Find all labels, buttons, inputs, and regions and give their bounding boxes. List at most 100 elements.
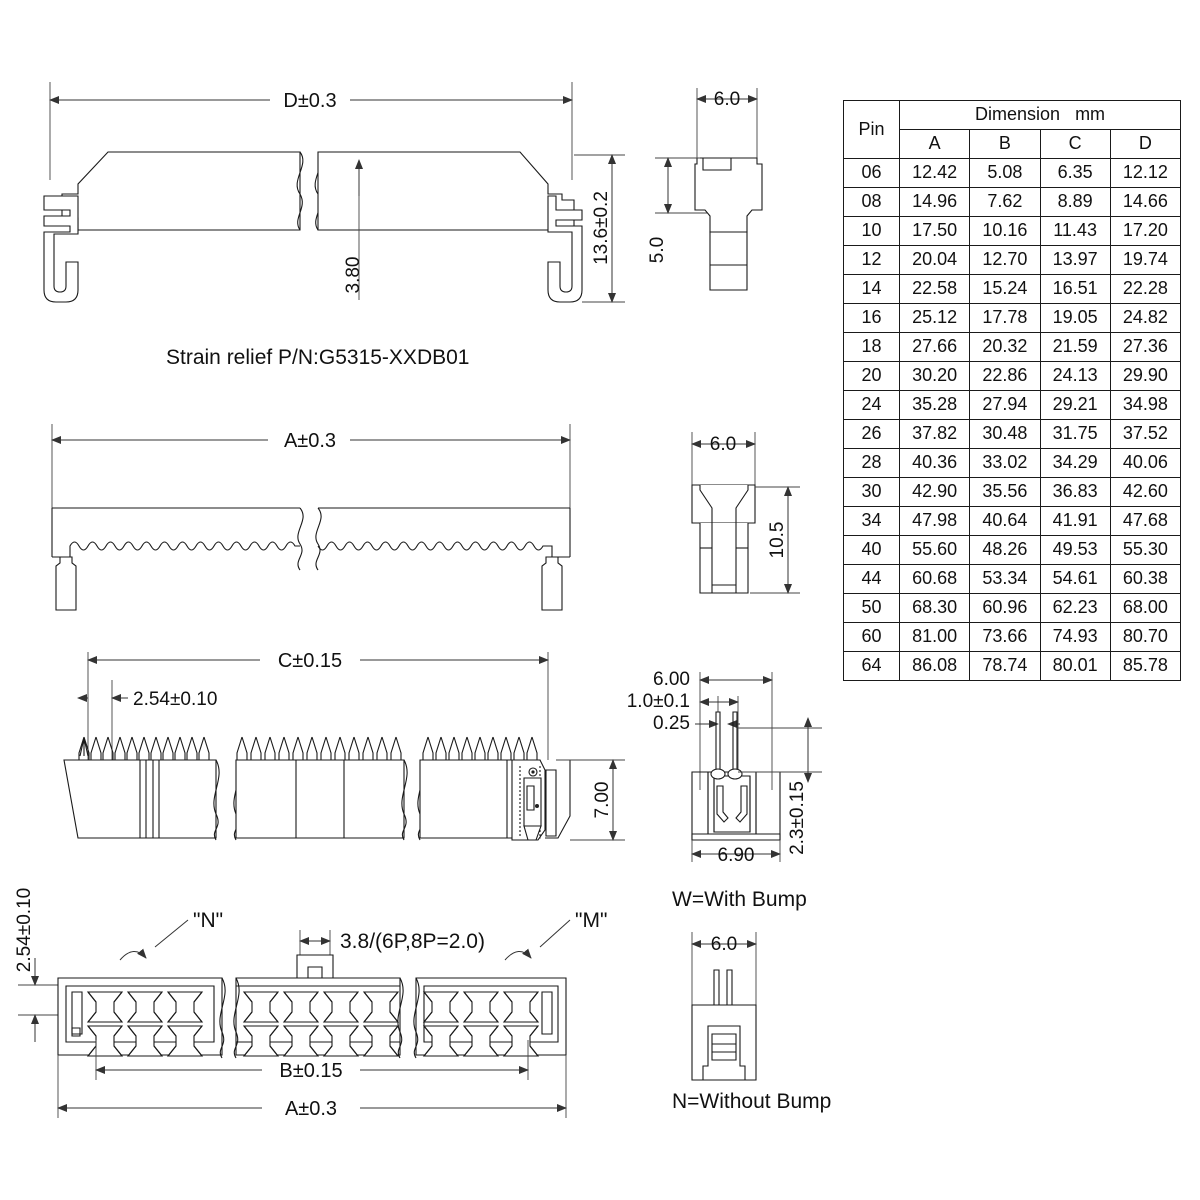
dim-cover-length: A±0.3: [284, 430, 336, 452]
table-cell-a: 37.82: [899, 419, 971, 449]
table-cell-d: 24.82: [1109, 303, 1182, 333]
view-header-front: 2.54±0.10 "N" "M" 3.8/(6P,8P=2.0): [14, 888, 607, 1120]
table-cell-b: 48.26: [969, 535, 1041, 565]
table-cell-c: 31.75: [1039, 419, 1111, 449]
dim-header-pitch: 2.54±0.10: [133, 689, 217, 710]
table-header-col-a: A: [899, 129, 971, 159]
dim-cover-side-width: 6.0: [710, 434, 736, 455]
table-cell-d: 68.00: [1109, 593, 1182, 623]
table-cell-b: 60.96: [969, 593, 1041, 623]
dim-header-body-height: 7.00: [592, 782, 613, 819]
table-cell-d: 37.52: [1109, 419, 1182, 449]
dim-bump-height: 2.3±0.15: [787, 781, 808, 855]
table-cell-d: 60.38: [1109, 564, 1182, 594]
table-cell-a: 47.98: [899, 506, 971, 536]
table-cell-c: 41.91: [1039, 506, 1111, 536]
table-cell-b: 78.74: [969, 651, 1041, 681]
table-cell-pin: 50: [842, 593, 901, 623]
view-header-side: C±0.15 2.54±0.10: [64, 650, 625, 841]
dim-without-bump-width: 6.0: [711, 934, 737, 955]
table-cell-a: 14.96: [899, 187, 971, 217]
table-cell-a: 40.36: [899, 448, 971, 478]
table-cell-pin: 16: [842, 303, 901, 333]
table-cell-c: 29.21: [1039, 390, 1111, 420]
view-without-bump: 6.0 N=Without Bump: [672, 932, 831, 1113]
table-cell-b: 53.34: [969, 564, 1041, 594]
dim-key-width: 3.8/(6P,8P=2.0): [340, 930, 485, 953]
dim-header-pin-span: C±0.15: [278, 650, 342, 672]
dim-pin-thickness: 0.25: [653, 713, 690, 734]
table-cell-pin: 64: [842, 651, 901, 681]
table-cell-pin: 18: [842, 332, 901, 362]
table-cell-b: 20.32: [969, 332, 1041, 362]
table-cell-d: 80.70: [1109, 622, 1182, 652]
table-header-col-b: B: [969, 129, 1041, 159]
table-header-dimension: Dimension mm: [899, 100, 1181, 130]
table-cell-c: 16.51: [1039, 274, 1111, 304]
table-cell-pin: 20: [842, 361, 901, 391]
table-cell-d: 29.90: [1109, 361, 1182, 391]
callout-n: "N": [193, 909, 223, 932]
table-cell-a: 25.12: [899, 303, 971, 333]
table-cell-d: 17.20: [1109, 216, 1182, 246]
table-cell-c: 62.23: [1039, 593, 1111, 623]
table-cell-d: 19.74: [1109, 245, 1182, 275]
table-cell-b: 7.62: [969, 187, 1041, 217]
table-cell-b: 15.24: [969, 274, 1041, 304]
latch-detail: [512, 760, 570, 840]
table-cell-b: 40.64: [969, 506, 1041, 536]
view-strain-relief-side: 6.0 5.0: [647, 88, 762, 290]
table-cell-d: 85.78: [1109, 651, 1182, 681]
view-strain-relief-front: 3.80 D±0.3 13.6±0.2 Strain relief P/N:G5…: [44, 82, 625, 369]
pin-socket-group-right: [422, 991, 540, 1057]
dim-header-front-pin-span: B±0.15: [279, 1060, 342, 1082]
table-cell-a: 42.90: [899, 477, 971, 507]
table-cell-a: 22.58: [899, 274, 971, 304]
table-cell-b: 33.02: [969, 448, 1041, 478]
dim-strain-relief-inner-gap: 3.80: [343, 257, 364, 294]
table-cell-c: 24.13: [1039, 361, 1111, 391]
table-cell-b: 10.16: [969, 216, 1041, 246]
table-cell-b: 73.66: [969, 622, 1041, 652]
note-without-bump: N=Without Bump: [672, 1090, 831, 1113]
table-cell-a: 17.50: [899, 216, 971, 246]
table-cell-b: 12.70: [969, 245, 1041, 275]
table-cell-c: 74.93: [1039, 622, 1111, 652]
table-cell-a: 55.60: [899, 535, 971, 565]
table-cell-a: 81.00: [899, 622, 971, 652]
table-cell-pin: 44: [842, 564, 901, 594]
table-cell-b: 17.78: [969, 303, 1041, 333]
table-cell-a: 60.68: [899, 564, 971, 594]
table-cell-pin: 12: [842, 245, 901, 275]
table-cell-b: 30.48: [969, 419, 1041, 449]
table-cell-pin: 08: [842, 187, 901, 217]
dim-pin-body-width: 6.90: [718, 845, 755, 866]
table-cell-c: 13.97: [1039, 245, 1111, 275]
dim-strain-relief-height: 13.6±0.2: [591, 191, 612, 265]
table-cell-c: 80.01: [1039, 651, 1111, 681]
table-cell-c: 21.59: [1039, 332, 1111, 362]
table-cell-d: 42.60: [1109, 477, 1182, 507]
table-cell-a: 86.08: [899, 651, 971, 681]
table-header-unit: mm: [1075, 104, 1106, 124]
table-cell-b: 35.56: [969, 477, 1041, 507]
table-cell-b: 27.94: [969, 390, 1041, 420]
table-cell-a: 27.66: [899, 332, 971, 362]
note-strain-relief-part-number: Strain relief P/N:G5315-XXDB01: [166, 346, 469, 369]
callout-m: "M": [575, 909, 607, 932]
table-cell-b: 22.86: [969, 361, 1041, 391]
